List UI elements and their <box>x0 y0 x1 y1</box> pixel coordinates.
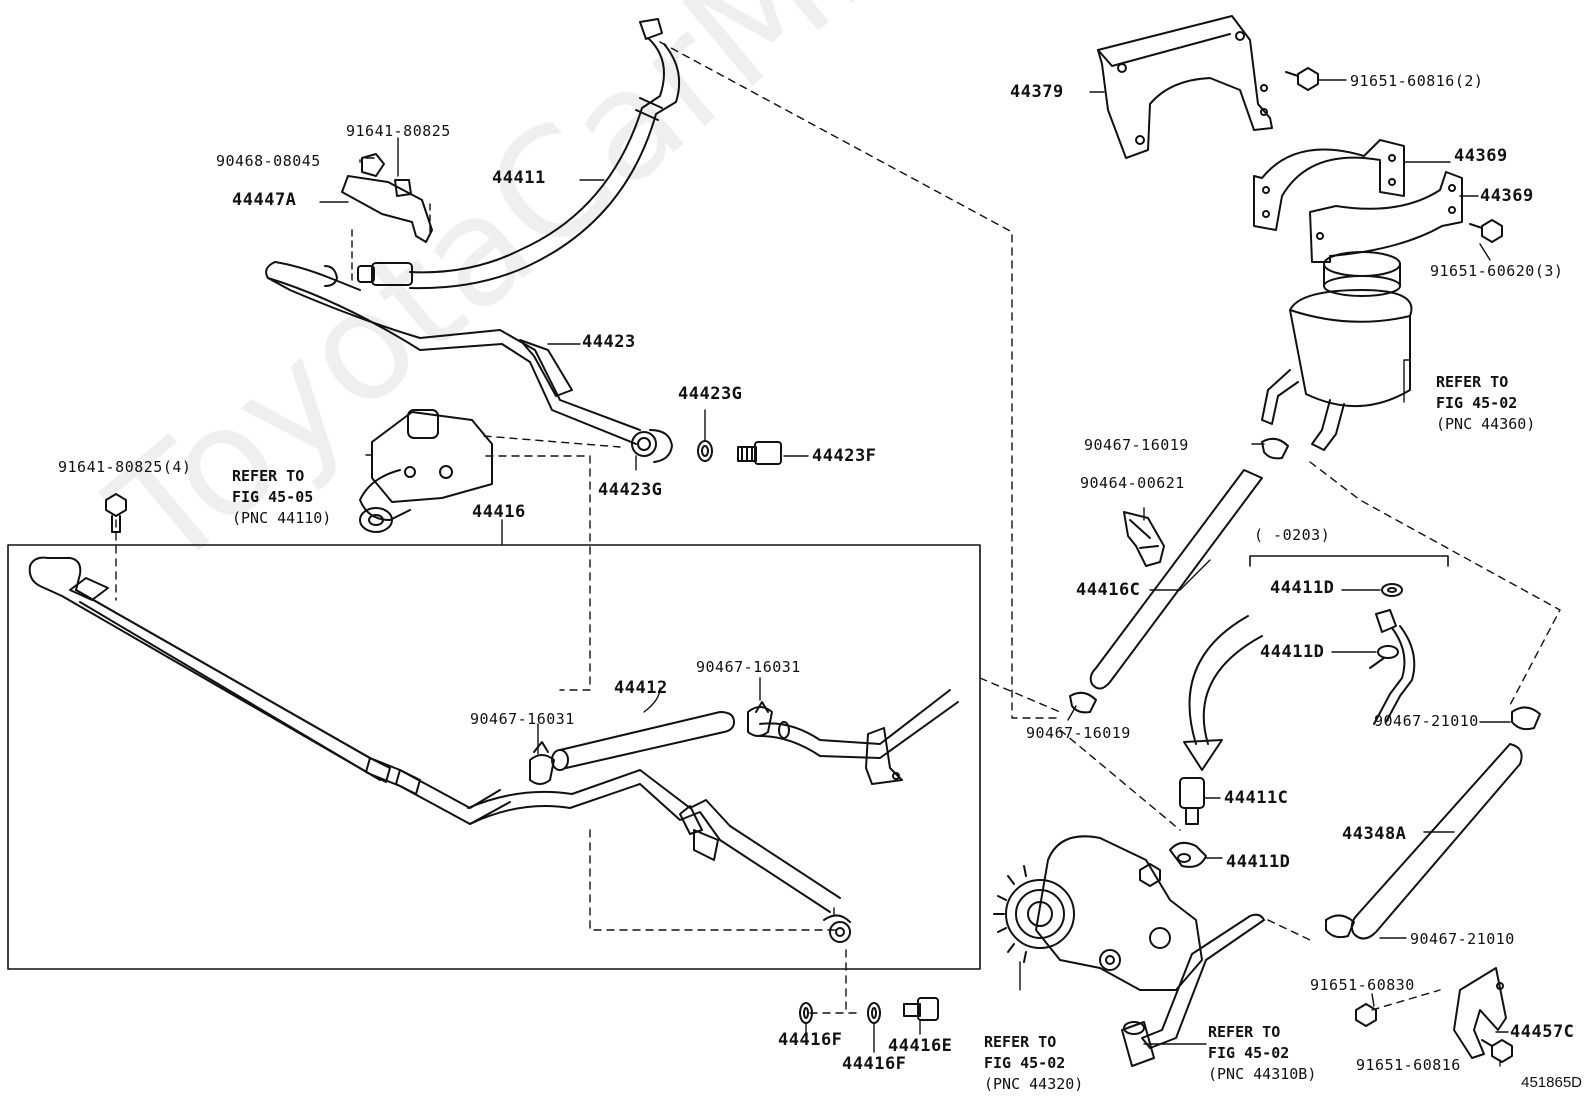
label-44411C: 44411C <box>1224 788 1289 808</box>
label-44416F-b: 44416F <box>842 1054 907 1074</box>
hose-44411 <box>357 18 681 290</box>
label-90467-16019-b: 90467-16019 <box>1026 724 1131 742</box>
bolt-91651-60620 <box>1469 219 1503 243</box>
bolt-91651-60830 <box>1355 1003 1377 1027</box>
label-44447A: 44447A <box>232 190 297 210</box>
label-91641-80825-4: 91641-80825(4) <box>58 458 192 476</box>
hose-44412 <box>551 689 959 785</box>
band-44369-b <box>1309 171 1463 263</box>
label-44412: 44412 <box>614 678 668 698</box>
label-44411: 44411 <box>492 168 546 188</box>
label-90467-16031-a: 90467-16031 <box>696 658 801 676</box>
union-bolt-44416E <box>903 997 939 1021</box>
bolt-91641-80825 <box>105 493 127 533</box>
label-44379: 44379 <box>1010 82 1064 102</box>
hose-44416C <box>1089 469 1263 690</box>
label-44416E: 44416E <box>888 1036 953 1056</box>
label-44411D-a: 44411D <box>1270 578 1335 598</box>
washer-44423G <box>697 440 713 462</box>
clamp-90467-16019-a <box>1261 437 1289 460</box>
bracket-44447A <box>341 153 433 281</box>
label-91641-80825: 91641-80825 <box>346 122 451 140</box>
label-44423F: 44423F <box>812 446 877 466</box>
leader-lines <box>115 41 1561 1014</box>
return-tube-44416 <box>28 556 851 943</box>
label-leaders <box>319 79 1511 1067</box>
label-90467-21010-b: 90467-21010 <box>1410 930 1515 948</box>
label-44411D-b: 44411D <box>1260 642 1325 662</box>
steering-gear-44110 <box>359 409 493 533</box>
clamp-90467-16031 <box>529 701 773 785</box>
clip-90464-00621 <box>1123 511 1165 567</box>
label-44457C: 44457C <box>1510 1022 1575 1042</box>
label-91651-60816-2: 91651-60816(2) <box>1350 72 1484 90</box>
assembly-frame-44416 <box>7 544 981 970</box>
label-91651-60620-3: 91651-60620(3) <box>1430 262 1564 280</box>
washer-44416F <box>799 1002 813 1024</box>
bolt-91651-60816 <box>1285 67 1319 91</box>
label-90468-08045: 90468-08045 <box>216 152 321 170</box>
label-44348A: 44348A <box>1342 824 1407 844</box>
diagram-code: 451865D <box>1521 1074 1582 1091</box>
reservoir-44360 <box>1261 251 1413 451</box>
bracket-44457C <box>1453 967 1507 1059</box>
pipe-44411D-alt <box>1369 583 1416 725</box>
hose-44348A <box>1350 743 1523 940</box>
clamp-90467-21010-b <box>1325 914 1355 939</box>
direction-arrow <box>1183 615 1263 771</box>
date-range: ( -0203) <box>1254 526 1331 544</box>
union-44411C <box>1179 777 1205 825</box>
clamp-90467-21010-a <box>1511 706 1541 731</box>
date-range-bracket <box>1249 555 1449 567</box>
label-44416: 44416 <box>472 502 526 522</box>
bolt-91651-60816-lower <box>1481 1039 1513 1063</box>
suction-pipe-44310B <box>1121 913 1265 1067</box>
label-44423: 44423 <box>582 332 636 352</box>
label-44423G-b: 44423G <box>598 480 663 500</box>
label-91651-60816: 91651-60816 <box>1356 1056 1461 1074</box>
union-bolt-44423F <box>737 441 782 465</box>
label-44369-b: 44369 <box>1480 186 1534 206</box>
label-44369-a: 44369 <box>1454 146 1508 166</box>
band-44369-a <box>1253 139 1405 231</box>
tube-44423 <box>265 261 673 463</box>
label-44416C: 44416C <box>1076 580 1141 600</box>
label-90467-16031-b: 90467-16031 <box>470 710 575 728</box>
label-44411D-c: 44411D <box>1226 852 1291 872</box>
vane-pump-44320 <box>993 835 1203 991</box>
label-44416F-a: 44416F <box>778 1030 843 1050</box>
label-44423G-a: 44423G <box>678 384 743 404</box>
washer-44411D <box>1169 841 1207 868</box>
label-91651-60830: 91651-60830 <box>1310 976 1415 994</box>
label-90464-00621: 90464-00621 <box>1080 474 1185 492</box>
label-90467-21010-a: 90467-21010 <box>1374 712 1479 730</box>
bracket-44379 <box>1097 15 1273 159</box>
label-90467-16019-a: 90467-16019 <box>1084 436 1189 454</box>
